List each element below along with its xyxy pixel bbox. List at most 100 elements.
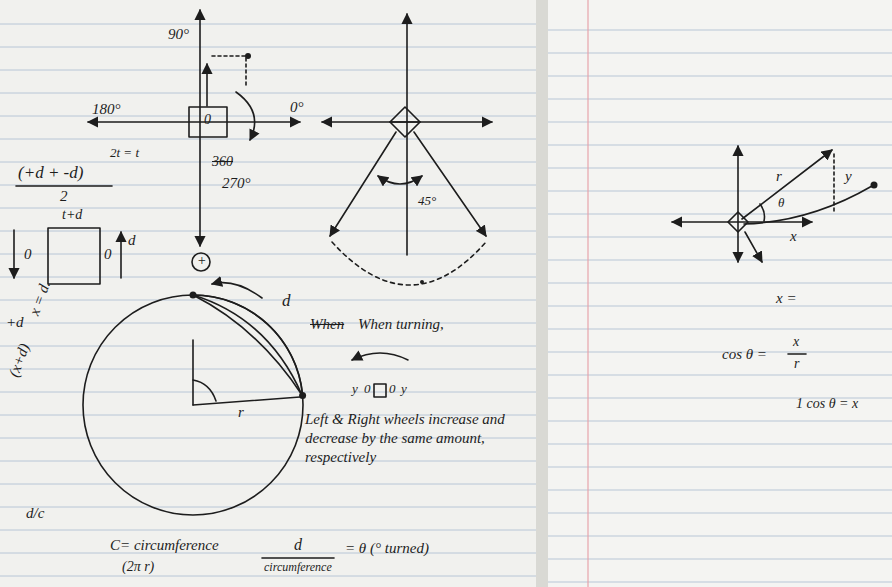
- rule: [548, 559, 892, 560]
- rule: [548, 421, 892, 422]
- plus-circle: [192, 253, 210, 271]
- axis-line: [737, 146, 739, 262]
- rule: [548, 513, 892, 514]
- angle-label: 0°: [290, 99, 304, 116]
- rule: [0, 231, 536, 232]
- robot-square: [48, 228, 100, 284]
- formula-text: t+d: [62, 207, 82, 222]
- radius-arrow: [742, 150, 832, 219]
- formula-text: circumference: [264, 561, 332, 574]
- formula-text: 2t = t: [110, 146, 139, 160]
- point-dot: [299, 392, 306, 399]
- left-page: [0, 0, 540, 587]
- rule: [0, 484, 536, 485]
- arc-length: [193, 295, 303, 395]
- rule: [548, 582, 892, 583]
- rule: [548, 375, 892, 376]
- rule: [0, 576, 536, 577]
- distance-label: d: [282, 292, 291, 311]
- formula-text: r: [794, 356, 799, 371]
- turn-arrow: [352, 353, 408, 360]
- direction-arrow: [745, 232, 762, 262]
- angle-label: 90°: [168, 26, 189, 43]
- right-page: [546, 0, 892, 587]
- wheel-mark: y: [401, 382, 407, 396]
- wheel-mark: y: [352, 382, 358, 396]
- struck-number: 360: [212, 154, 233, 169]
- formula-text: 2: [60, 188, 68, 205]
- robot-diamond: [390, 107, 420, 137]
- rule: [548, 490, 892, 491]
- ruled-lines: [0, 24, 892, 582]
- angle-mark: [193, 380, 216, 401]
- dashed-arc: [332, 242, 486, 285]
- formula-text: cos θ =: [722, 346, 767, 363]
- rule: [0, 369, 536, 370]
- rule: [548, 76, 892, 77]
- rule: [0, 116, 536, 117]
- rule: [548, 122, 892, 123]
- rule: [548, 260, 892, 261]
- fraction-bar: [788, 353, 806, 355]
- rule: [0, 507, 536, 508]
- note-text: Left & Right wheels increase and decreas…: [305, 410, 510, 466]
- dashed-guide: [212, 56, 246, 88]
- rule: [0, 70, 536, 71]
- rule: [0, 47, 536, 48]
- axis-label: y: [845, 168, 852, 185]
- point-dot: [420, 280, 424, 284]
- angle-arrow: [378, 176, 422, 184]
- rule: [0, 461, 536, 462]
- rule: [548, 191, 892, 192]
- rule: [0, 300, 536, 301]
- axis-line: [199, 10, 201, 246]
- robot-square: [374, 384, 386, 397]
- axis-line: [88, 121, 300, 123]
- heading-arrow: [206, 64, 208, 106]
- wheel-arrow: [120, 232, 122, 278]
- formula-text: C= circumference: [110, 537, 219, 554]
- rule: [548, 467, 892, 468]
- rule: [548, 30, 892, 31]
- axis-label: x: [790, 228, 797, 245]
- rule: [548, 145, 892, 146]
- formula-text: d: [294, 536, 302, 554]
- rule: [548, 214, 892, 215]
- rule: [548, 329, 892, 330]
- angle-label: θ: [778, 196, 784, 210]
- point-dot: [190, 292, 197, 299]
- margin-line: [587, 0, 588, 587]
- axis-line: [322, 121, 492, 123]
- robot-diamond: [728, 212, 748, 232]
- rule: [0, 185, 536, 186]
- formula-text: (2π r): [122, 559, 154, 574]
- note-text: When turning,: [358, 316, 444, 333]
- formula-text: x =: [776, 290, 797, 307]
- struck-word: When: [310, 316, 344, 333]
- formula-text: 1 cos θ = x: [796, 396, 858, 411]
- radius-line: [193, 397, 300, 405]
- rotation-arrow: [236, 92, 255, 140]
- formula-text: x = d.: [26, 279, 54, 318]
- rule: [548, 237, 892, 238]
- wheel-mark: 0: [389, 382, 396, 396]
- rule: [548, 536, 892, 537]
- rule: [0, 24, 536, 25]
- wheel-mark: 0: [104, 246, 112, 263]
- distance-label: +d: [6, 314, 24, 331]
- rule: [0, 346, 536, 347]
- wheel-mark: 0: [204, 112, 211, 127]
- formula-text: = θ (° turned): [345, 540, 429, 557]
- rule: [548, 306, 892, 307]
- formula-text: x: [793, 334, 799, 349]
- dashed-guide: [833, 154, 835, 214]
- fraction-bar: [262, 557, 334, 559]
- angle-mark: [760, 204, 765, 221]
- rule: [0, 254, 536, 255]
- angle-label: 180°: [92, 101, 121, 118]
- rule: [548, 444, 892, 445]
- wheel-mark: 0: [24, 246, 32, 263]
- gutter: [536, 0, 548, 587]
- rule: [0, 553, 536, 554]
